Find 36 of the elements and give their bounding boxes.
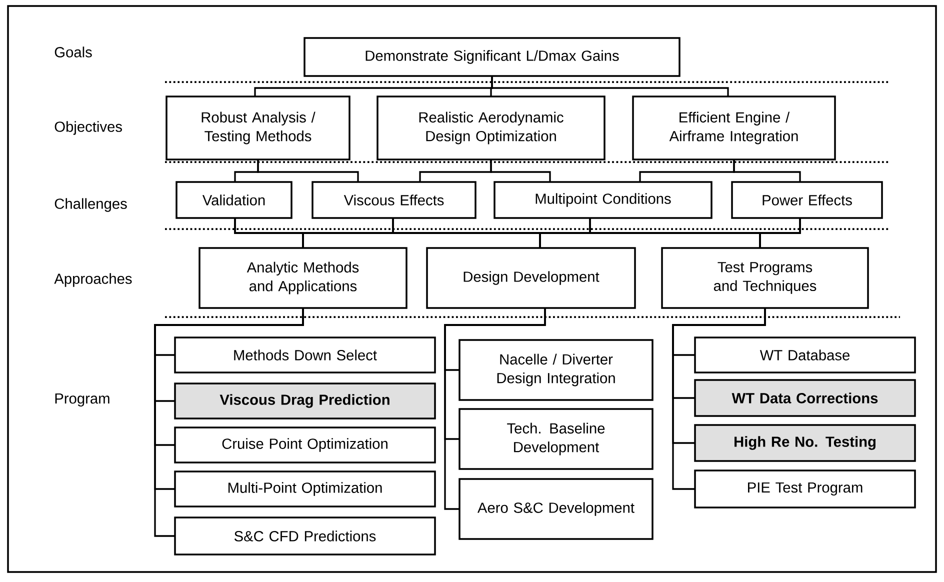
- connector-line: [491, 76, 729, 96]
- row-label: Goals: [54, 46, 92, 58]
- box: Viscous Drag Prediction: [174, 382, 436, 420]
- connector-line: [444, 308, 546, 510]
- connector-line: [672, 308, 766, 490]
- row-label: Program: [55, 393, 110, 407]
- box: Robust Analysis / Testing Methods: [166, 96, 350, 160]
- box: Test Programs and Techniques: [661, 247, 869, 309]
- box: Validation: [176, 181, 292, 219]
- row-label: Challenges: [54, 198, 127, 212]
- connector-line: [759, 218, 801, 248]
- box: Multipoint Conditions: [494, 181, 712, 219]
- box: Demonstrate Significant L/Dmax Gains: [304, 37, 680, 77]
- connector-line: [154, 308, 304, 537]
- box: Tech. Baseline Development: [458, 408, 654, 470]
- box: Methods Down Select: [174, 336, 436, 374]
- box: WT Database: [694, 336, 916, 374]
- box: Design Development: [426, 247, 636, 309]
- row-label: Objectives: [54, 121, 122, 135]
- row-label: Approaches: [54, 273, 132, 287]
- box: Cruise Point Optimization: [174, 426, 436, 464]
- box: PIE Test Program: [694, 470, 916, 508]
- box: Aero S&C Development: [458, 478, 654, 540]
- connector-line: [257, 160, 359, 182]
- box: Multi-Point Optimization: [174, 470, 436, 508]
- box: Nacelle / Diverter Design Integration: [458, 339, 654, 401]
- box: Realistic Aerodynamic Design Optimization: [376, 96, 606, 160]
- connector-line: [490, 160, 551, 182]
- box: S&C CFD Predictions: [174, 516, 436, 556]
- box: Viscous Effects: [312, 181, 476, 219]
- connector-line: [733, 160, 801, 182]
- box: Efficient Engine / Airframe Integration: [632, 96, 836, 160]
- box: Analytic Methods and Applications: [198, 247, 408, 309]
- box: WT Data Corrections: [694, 379, 916, 417]
- box: Power Effects: [731, 181, 883, 219]
- box: High Re No. Testing: [694, 424, 916, 462]
